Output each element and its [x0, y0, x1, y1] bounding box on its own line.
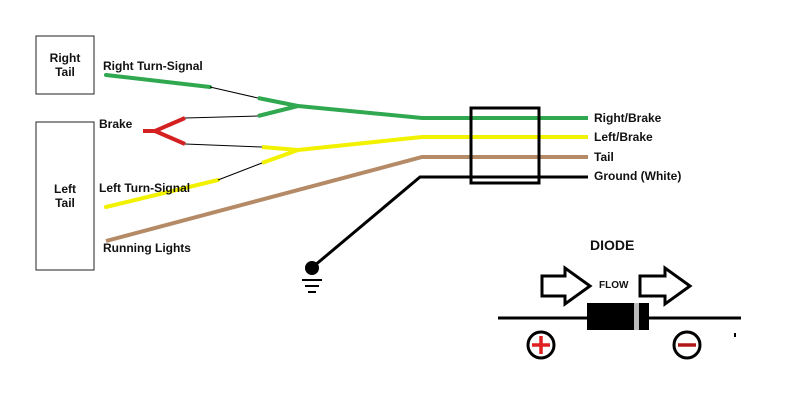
ground-label: Ground (White) [594, 169, 682, 183]
left-turn-signal-label: Left Turn-Signal [99, 181, 191, 195]
diode-title: DIODE [590, 237, 635, 253]
brake-thin-lead-lower [184, 143, 263, 148]
positive-terminal-icon [526, 330, 556, 360]
flow-label: FLOW [599, 280, 629, 291]
right-tail-label: Right Tail [49, 51, 81, 79]
right-turn-signal-label: Right Turn-Signal [103, 59, 203, 73]
left-turn-signal-thin-wire [217, 162, 263, 181]
right-turn-signal-splice [257, 96, 300, 118]
ground-wire [313, 175, 588, 268]
right-brake-wire [297, 104, 588, 120]
brake-label: Brake [99, 117, 133, 131]
diode-body [587, 303, 649, 330]
left-tail-label: Left Tail [54, 182, 76, 210]
left-tail-box [35, 121, 95, 271]
left-brake-label: Left/Brake [594, 130, 653, 144]
left-brake-wire [297, 135, 588, 152]
brake-wire [143, 116, 186, 146]
running-lights-label: Running Lights [103, 241, 191, 255]
ground-symbol-icon [302, 261, 322, 293]
left-turn-signal-wire [104, 178, 220, 209]
running-lights-wire [105, 155, 588, 243]
connector-housing [469, 106, 541, 185]
negative-terminal-icon [672, 330, 702, 360]
flow-arrow-right-icon [638, 265, 693, 307]
flow-arrow-left-icon [540, 265, 593, 307]
right-brake-label: Right/Brake [594, 111, 662, 125]
right-turn-signal-thin-wire [209, 86, 259, 99]
right-turn-signal-wire [104, 73, 212, 89]
left-turn-signal-splice [261, 145, 300, 165]
right-tail-box [35, 35, 95, 95]
diode-cathode-band [634, 303, 639, 330]
tail-label: Tail [594, 150, 614, 164]
brake-thin-lead-upper [184, 115, 259, 119]
